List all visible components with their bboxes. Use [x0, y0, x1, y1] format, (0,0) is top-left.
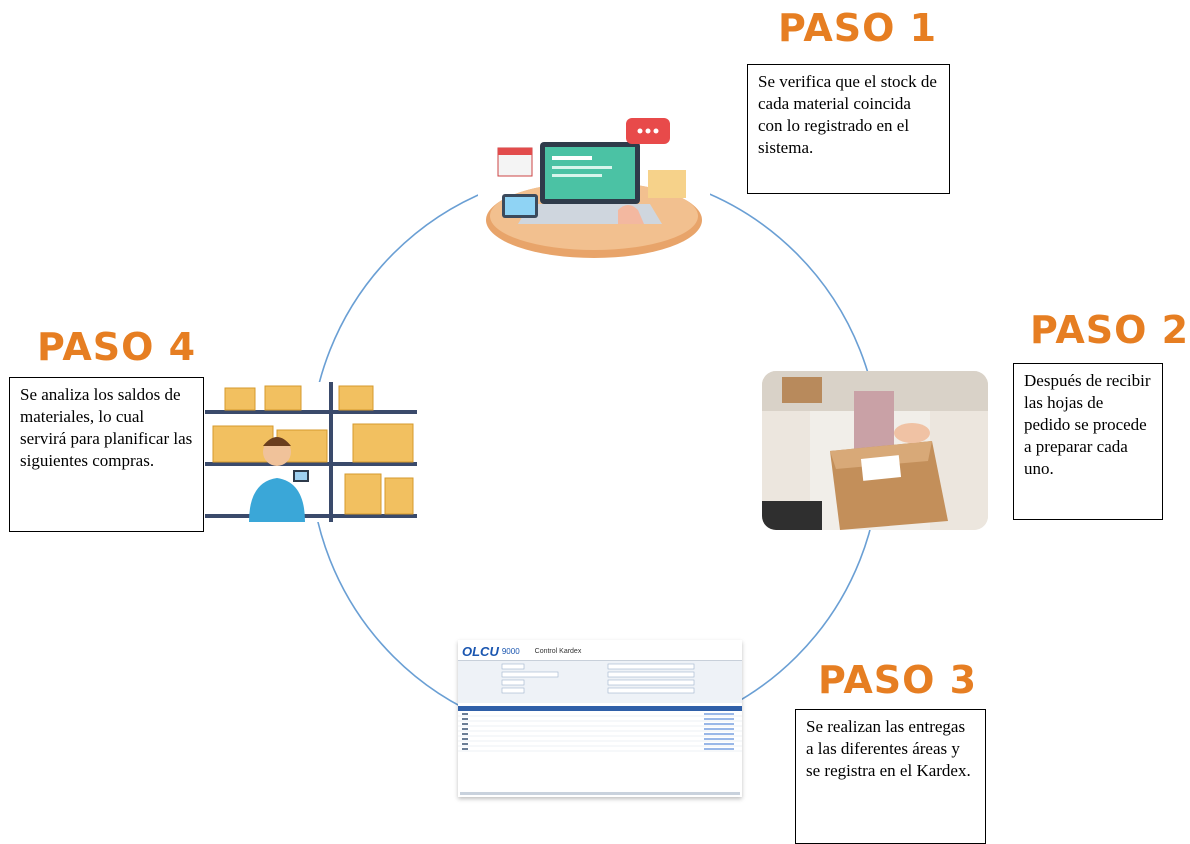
warehouse-shelves-icon	[205, 382, 417, 522]
kardex-brand-suffix: 9000	[501, 646, 520, 656]
kardex-window-title: Control Kardex	[534, 647, 582, 655]
laptop-work-icon	[478, 112, 710, 262]
step-4-title: PASO 4	[37, 325, 197, 369]
step-2-title: PASO 2	[1030, 308, 1190, 352]
step-3-title: PASO 3	[818, 658, 978, 702]
kardex-screenshot: OLCU 9000 Control Kardex	[458, 640, 742, 797]
step-3-description: Se realizan las entregas a las diferente…	[795, 709, 986, 844]
step-2-description: Después de recibir las hojas de pedido s…	[1013, 363, 1163, 520]
step-1-title: PASO 1	[778, 6, 938, 50]
packing-box-photo	[762, 371, 988, 530]
step-4-description: Se analiza los saldos de materiales, lo …	[9, 377, 204, 532]
step-1-description: Se verifica que el stock de cada materia…	[747, 64, 950, 194]
kardex-brand: OLCU	[462, 643, 499, 659]
